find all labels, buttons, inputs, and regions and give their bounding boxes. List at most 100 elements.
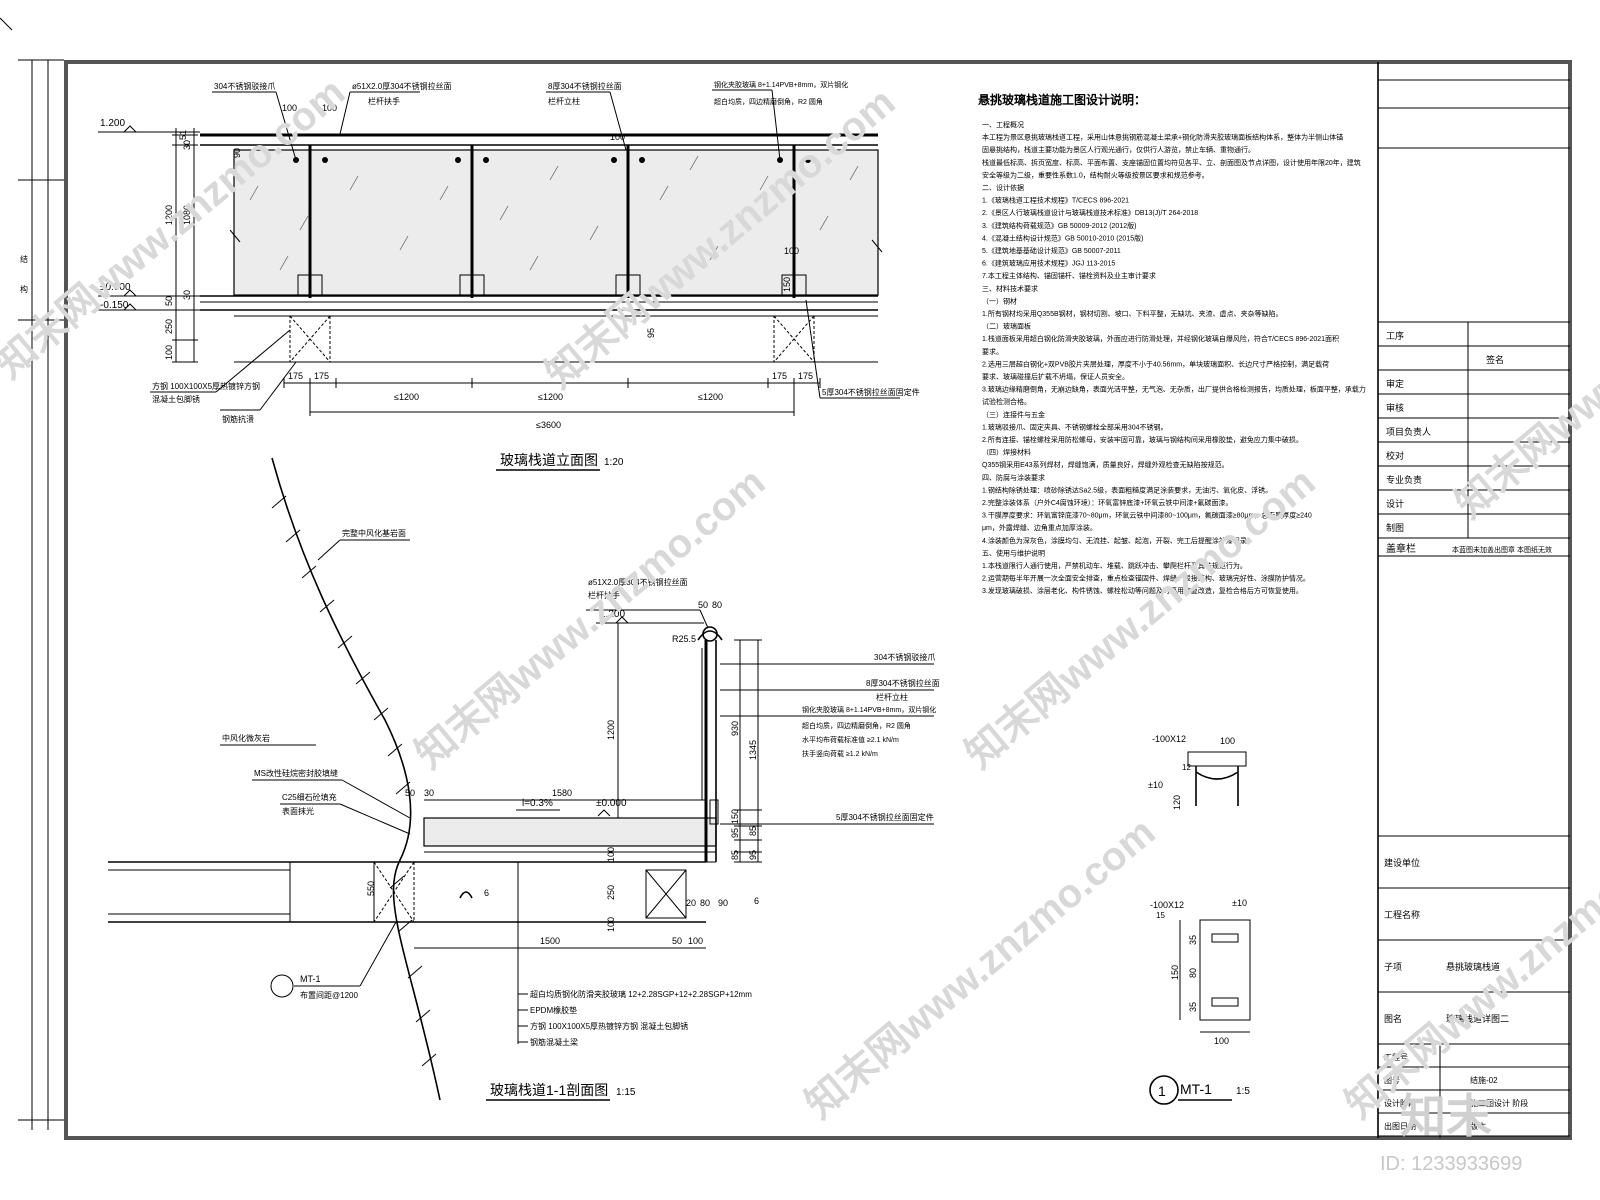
detail-dim-35b: 35 <box>1188 1002 1198 1012</box>
elev-vdim-9: 100 <box>164 345 174 360</box>
notes-line: （四）焊接材料 <box>982 448 1031 457</box>
notes-title: 悬挑玻璃栈道施工图设计说明： <box>977 92 1146 107</box>
notes-line: 要求、玻璃碰撞后扩载不坍塌，保证人员安全。 <box>982 372 1129 381</box>
watermark-4: 知末网www.znzmo.com <box>958 460 1324 777</box>
notes-lines: 一、工程概况本工程为景区悬挑玻璃栈道工程，采用山体悬挑钢筋混凝土梁承+钢化防滑夹… <box>982 120 1366 595</box>
elev-callout-post-2: 栏杆立柱 <box>548 96 580 106</box>
notes-line: 一、工程概况 <box>982 120 1024 129</box>
detail-weld-2: ±10 <box>1232 898 1247 908</box>
notes-line: 试验检测合格。 <box>982 397 1031 406</box>
sec-dim-550: 550 <box>366 881 376 896</box>
sec-bottom-callout-4: 钢筋混凝土梁 <box>530 1037 578 1047</box>
notes-line: 2.所有连接、锚栓螺栓采用防松螺母，安装牢固可靠，玻璃与钢结构间采用橡胶垫，避免… <box>982 435 1303 444</box>
sec-dim-90: 90 <box>718 898 728 908</box>
section-slope: i=0.3% <box>522 798 553 809</box>
sec-dim-1345: 1345 <box>748 740 758 760</box>
sec-dim-30: 30 <box>424 788 434 798</box>
info-row-value: 施工图设计 阶段 <box>1470 1098 1528 1108</box>
notes-line: Q355钢采用E43系列焊材，焊缝饱满，质量良好，焊缝外观检查无缺陷按规范。 <box>982 460 1229 469</box>
elev-hdim-5: ≤1200 <box>698 392 723 402</box>
sheet-frame <box>64 60 1572 1140</box>
sec-dim-1580: 1580 <box>552 788 572 798</box>
sec-bottom-callout-1: 超白均质钢化防滑夹胶玻璃 12+2.28SGP+12+2.28SGP+12mm <box>530 989 752 999</box>
section-deck-glass <box>423 817 717 847</box>
elev-callout-post: 8厚304不锈钢拉丝面 <box>548 81 622 91</box>
role-label: 签名 <box>1486 354 1504 365</box>
sec-dim-50c: 50 <box>672 936 682 946</box>
watermark-logo: 知末 <box>1400 1090 1492 1142</box>
sec-dim-100b: 100 <box>606 917 616 932</box>
notes-line: 1.玻璃驳接爪、固定夹具、不锈钢螺栓全部采用304不锈钢。 <box>982 422 1168 431</box>
info-row-value: 版本 <box>1470 1121 1486 1131</box>
stamp-note: 本蓝图未加盖出图章 本图纸无效 <box>1452 545 1552 554</box>
detail-dim-12: 12 <box>1182 763 1191 772</box>
notes-line: （三）连接件与五金 <box>982 410 1045 419</box>
elev-vdim-5: 1080 <box>182 205 192 225</box>
sec-dim-50b: 50 <box>405 788 415 798</box>
notes-line: 1.《玻璃栈道工程技术规程》T/CECS 896-2021 <box>982 196 1129 205</box>
watermark-2: 知末网www.znzmo.com <box>408 460 774 777</box>
sec-callout-rockface: 完整中风化基岩面 <box>342 528 406 538</box>
elev-vdim-7: 50 <box>164 296 174 306</box>
sec-callout-load-2: 扶手竖向荷载 ≥1.2 kN/m <box>802 749 878 758</box>
elevation-title: 玻璃栈道立面图 <box>500 452 598 468</box>
binding-text-1: 结 <box>20 254 28 264</box>
notes-line: 本工程为景区悬挑玻璃栈道工程，采用山体悬挑钢筋混凝土梁承+钢化防滑夹胶玻璃面板结… <box>982 133 1343 142</box>
detail-number: 1 <box>1158 1083 1166 1099</box>
elev-hdim-4: ≤1200 <box>538 392 563 402</box>
detail-dim-15: 15 <box>1156 911 1165 920</box>
elev-small-2: 100 <box>322 103 337 113</box>
role-label: 工序 <box>1386 330 1404 341</box>
notes-line: 二、设计依据 <box>982 183 1024 192</box>
sec-dim-95b: 95 <box>748 850 758 860</box>
notes-line: μm，外露焊缝、边角重点加厚涂装。 <box>982 523 1097 532</box>
sec-dim-85a: 85 <box>748 826 758 836</box>
glass-panel-1 <box>233 149 473 296</box>
notes-line: （一）钢材 <box>982 296 1017 305</box>
sec-dim-95a: 95 <box>730 828 740 838</box>
notes-line: 3.玻璃边缘精磨倒角，无崩边缺角，表面光洁平整，无气泡、无杂质，出厂提供合格检测… <box>982 385 1366 394</box>
watermark-6: 知末网www.znzmo.com <box>1448 210 1600 527</box>
elev-callout-steel: 方钢 100X100X5厚热镀锌方钢 <box>152 381 260 391</box>
elev-callout-glass-2: 超白均质，四边精磨倒角，R2 圆角 <box>714 97 823 106</box>
watermark-3: 知末网www.znzmo.com <box>798 810 1164 1127</box>
notes-line: 2.完整涂装体系（户外C4腐蚀环境）：环氧富锌底漆+环氧云铁中间漆+氟碳面漆。 <box>982 498 1232 507</box>
elevation-level-top: 1.200 <box>100 118 125 129</box>
notes-line: 3.干膜厚度要求：环氧富锌底漆70~80μm，环氧云铁中间漆80~100μm，氟… <box>982 511 1312 520</box>
title-block-project: 建设单位工程名称子项悬挑玻璃栈道图名玻璃栈道详图二 <box>1378 857 1570 1045</box>
binding-text-2: 构 <box>20 284 28 294</box>
detail-mt1: -100X12 100 ±10 12 120 -100X12 ±10 15 35… <box>1148 734 1251 1105</box>
elev-callout-rebar: 钢筋抗溃 <box>222 414 254 424</box>
sec-callout-fixer: 5厚304不锈钢拉丝面固定件 <box>836 812 934 822</box>
binding-strip: 结 构 <box>18 59 64 1130</box>
elevation-view: 1.200 ±0.000 -0.150 51 30 90 1200 1080 3… <box>98 80 920 471</box>
section-mark-right: 6 <box>754 896 759 906</box>
section-mark-left: 6 <box>484 888 489 898</box>
role-label: 校对 <box>1386 450 1404 461</box>
notes-line: 3.发现玻璃破损、涂层老化、构件锈蚀、螺栓松动等问题及时停用修复改造，复检合格后… <box>982 586 1303 595</box>
info-row-label: 工程号 <box>1384 1053 1408 1062</box>
sec-callout-smooth: 表面抹光 <box>282 806 314 816</box>
info-row-value: 结施-02 <box>1470 1075 1498 1085</box>
elev-vdim-1: 51 <box>178 130 188 140</box>
elevation-level-zero: ±0.000 <box>100 282 131 293</box>
sec-callout-rock: 中风化微灰岩 <box>222 733 270 743</box>
notes-line: 要求。 <box>982 347 1003 356</box>
elev-callout-rail-2: 栏杆扶手 <box>368 96 400 106</box>
notes-line: 2.运营期每半年开展一次全面安全排查，重点检查锚固件、焊缝、驳接结构、玻璃完好性… <box>982 574 1310 583</box>
section-title: 玻璃栈道1-1剖面图 <box>490 1082 608 1098</box>
glass-panel-4 <box>793 149 879 296</box>
sec-callout-glass: 钢化夹胶玻璃 8+1.14PVB+8mm，双片钢化 <box>802 705 936 714</box>
sec-dim-930: 930 <box>730 721 740 736</box>
sec-dim-80: 80 <box>712 600 722 610</box>
notes-line: 三、材料技术要求 <box>982 284 1038 293</box>
sec-callout-clip: 304不锈钢驳接爪 <box>874 652 935 662</box>
elev-small-6: 150 <box>782 277 792 292</box>
section-level-deck: ±0.000 <box>596 798 627 809</box>
section-radius: R25.5 <box>672 634 696 644</box>
corner-mark <box>0 17 13 31</box>
sec-dim-20: 20 <box>686 898 696 908</box>
elev-vdim-2: 30 <box>182 140 192 150</box>
project-row-value: 悬挑玻璃栈道 <box>1446 961 1500 972</box>
